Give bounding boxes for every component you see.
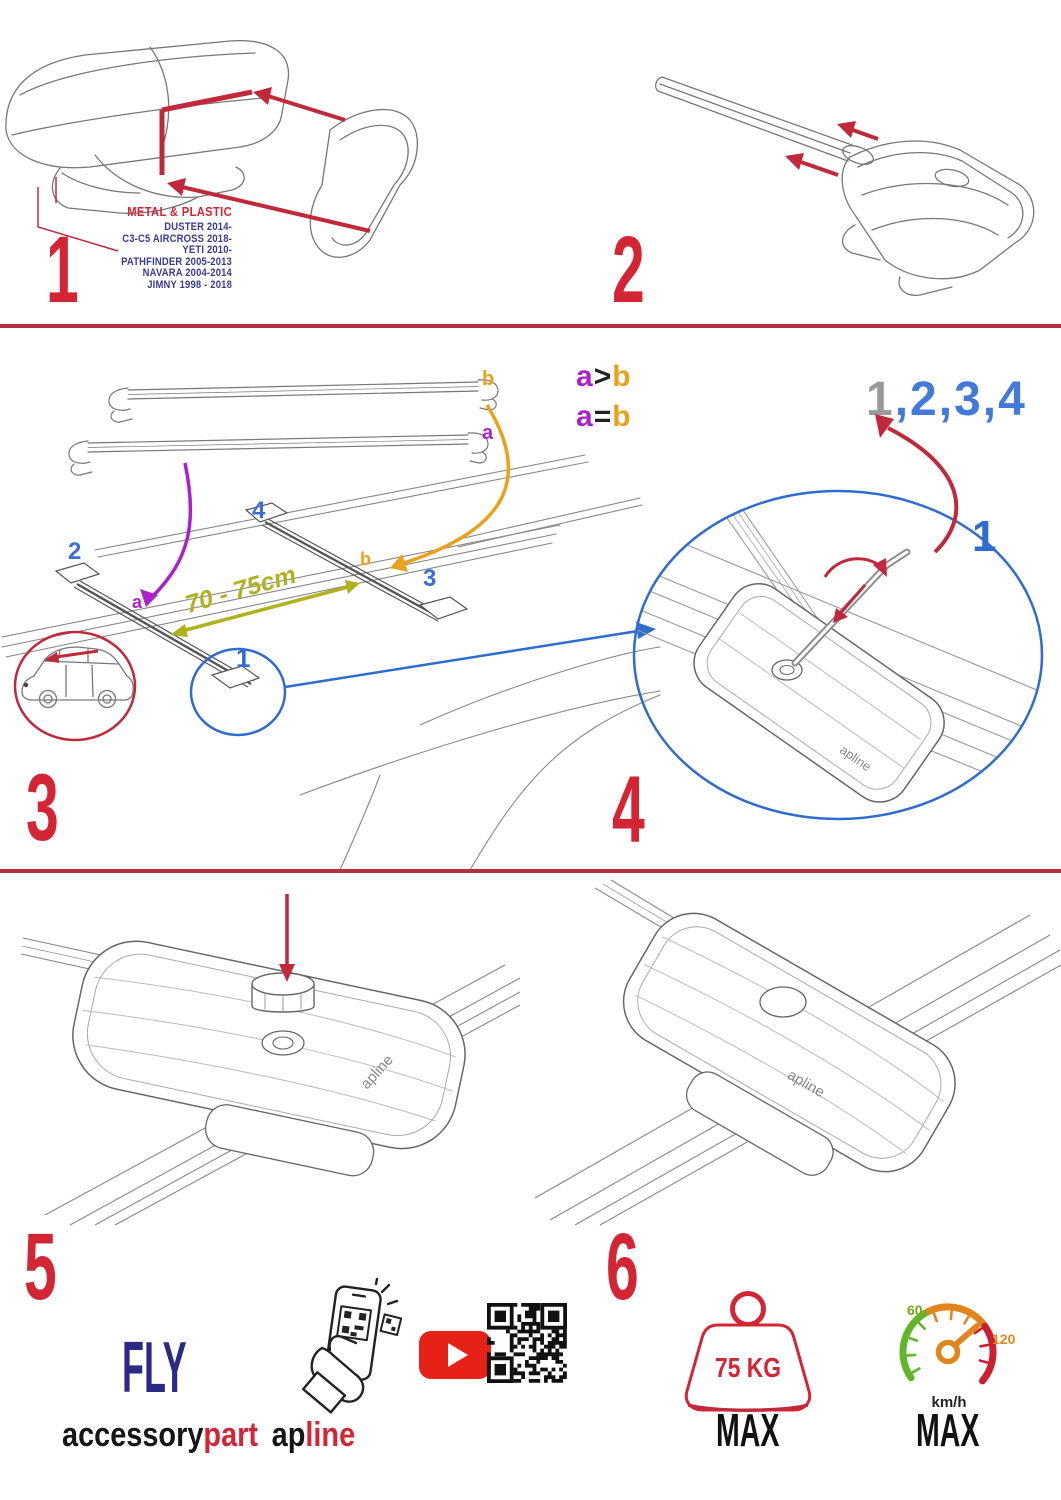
loose-bar-b <box>108 379 499 423</box>
section-divider-2 <box>0 869 1061 873</box>
step2-slide-arrows <box>785 121 879 177</box>
roof-position-2: 2 <box>68 538 82 565</box>
model-line: YETI 2010- <box>182 244 232 256</box>
weight-value: 75 KG <box>715 1352 781 1383</box>
model-line: JIMNY 1998 - 2018 <box>147 278 232 291</box>
model-line: C3-C5 AIRCROSS 2018- <box>122 232 232 245</box>
roof-position-3: 3 <box>423 565 437 592</box>
step4-detail-drawing: apline <box>632 489 1044 821</box>
loose-bar-a <box>68 432 489 476</box>
section-divider-1 <box>0 324 1061 328</box>
zoom-connector-arrow <box>284 622 656 689</box>
qr-code <box>487 1303 567 1383</box>
step2-bar-drawing <box>655 76 1035 296</box>
tighten-sequence: 1,2,3,4 <box>866 373 1027 426</box>
step3-roof-drawing <box>1 379 661 871</box>
foot-body: apline <box>693 583 945 803</box>
drop-arrow-b <box>390 404 511 572</box>
step1-clamp-drawing <box>5 39 419 258</box>
materials-note: METAL & PLASTIC DUSTER 2014- C3-C5 AIRCR… <box>82 204 232 291</box>
model-line: PATHFINDER 2005-2013 <box>121 255 232 268</box>
roof-position-1: 1 <box>236 643 251 673</box>
compare-a-gt-b: a>b <box>576 360 632 393</box>
measure-arrow <box>170 580 360 637</box>
roof-line-art <box>1 454 661 871</box>
model-line: NAVARA 2004-2014 <box>142 267 232 279</box>
step-number-2: 2 <box>612 217 645 323</box>
weight-max-icon: 75 KG <box>684 1291 812 1412</box>
zoom-ellipse <box>632 489 1044 821</box>
weight-max-label: MAX <box>716 1404 780 1456</box>
phone-scan-icon <box>302 1277 403 1414</box>
tool-position-label: 1 <box>972 512 997 561</box>
turn-arrow <box>823 557 887 623</box>
model-line: DUSTER 2014- <box>164 221 232 233</box>
step1-highlight-path <box>159 89 253 175</box>
speedometer-icon: 60 120 <box>899 1302 1016 1385</box>
step6-finished-drawing: apline <box>534 879 1061 1226</box>
drop-arrow-a <box>140 462 193 607</box>
bar-label-b: b <box>482 368 495 390</box>
mounted-front-bar <box>54 562 261 689</box>
step-number-6: 6 <box>606 1214 639 1320</box>
mounted-rear-bar <box>244 502 469 622</box>
step1-insert-arrows <box>167 87 371 233</box>
materials-title: METAL & PLASTIC <box>127 204 232 219</box>
youtube-play-icon <box>419 1331 491 1379</box>
sequence-arrow <box>875 414 959 554</box>
bar-label-a: a <box>482 422 494 444</box>
step5-cap-drawing: apline <box>20 894 521 1226</box>
cover-cap <box>251 972 315 1013</box>
product-name: FLY <box>122 1328 187 1408</box>
step1-leader-line <box>37 177 119 252</box>
allen-key <box>791 548 911 667</box>
step-number-3: 3 <box>26 755 59 861</box>
speed-tick-60: 60 <box>907 1302 923 1318</box>
play-triangle-icon <box>447 1343 468 1367</box>
focus-circle <box>189 647 287 737</box>
compare-a-eq-b: a=b <box>576 400 632 433</box>
step-number-1: 1 <box>46 217 79 323</box>
speed-max-label: MAX <box>916 1404 980 1456</box>
roof-position-4: 4 <box>252 497 266 524</box>
car-direction-badge <box>13 630 137 742</box>
roof-drop-b: b <box>360 549 371 569</box>
press-arrow <box>279 894 295 982</box>
step-number-5: 5 <box>24 1214 57 1320</box>
speed-unit: km/h <box>931 1394 967 1411</box>
roof-drop-a: a <box>132 592 143 612</box>
step-number-4: 4 <box>612 757 645 863</box>
speed-tick-120: 120 <box>992 1331 1016 1347</box>
needle <box>951 1323 980 1349</box>
foot-body: apline <box>622 912 956 1176</box>
foot-body <box>72 940 466 1177</box>
